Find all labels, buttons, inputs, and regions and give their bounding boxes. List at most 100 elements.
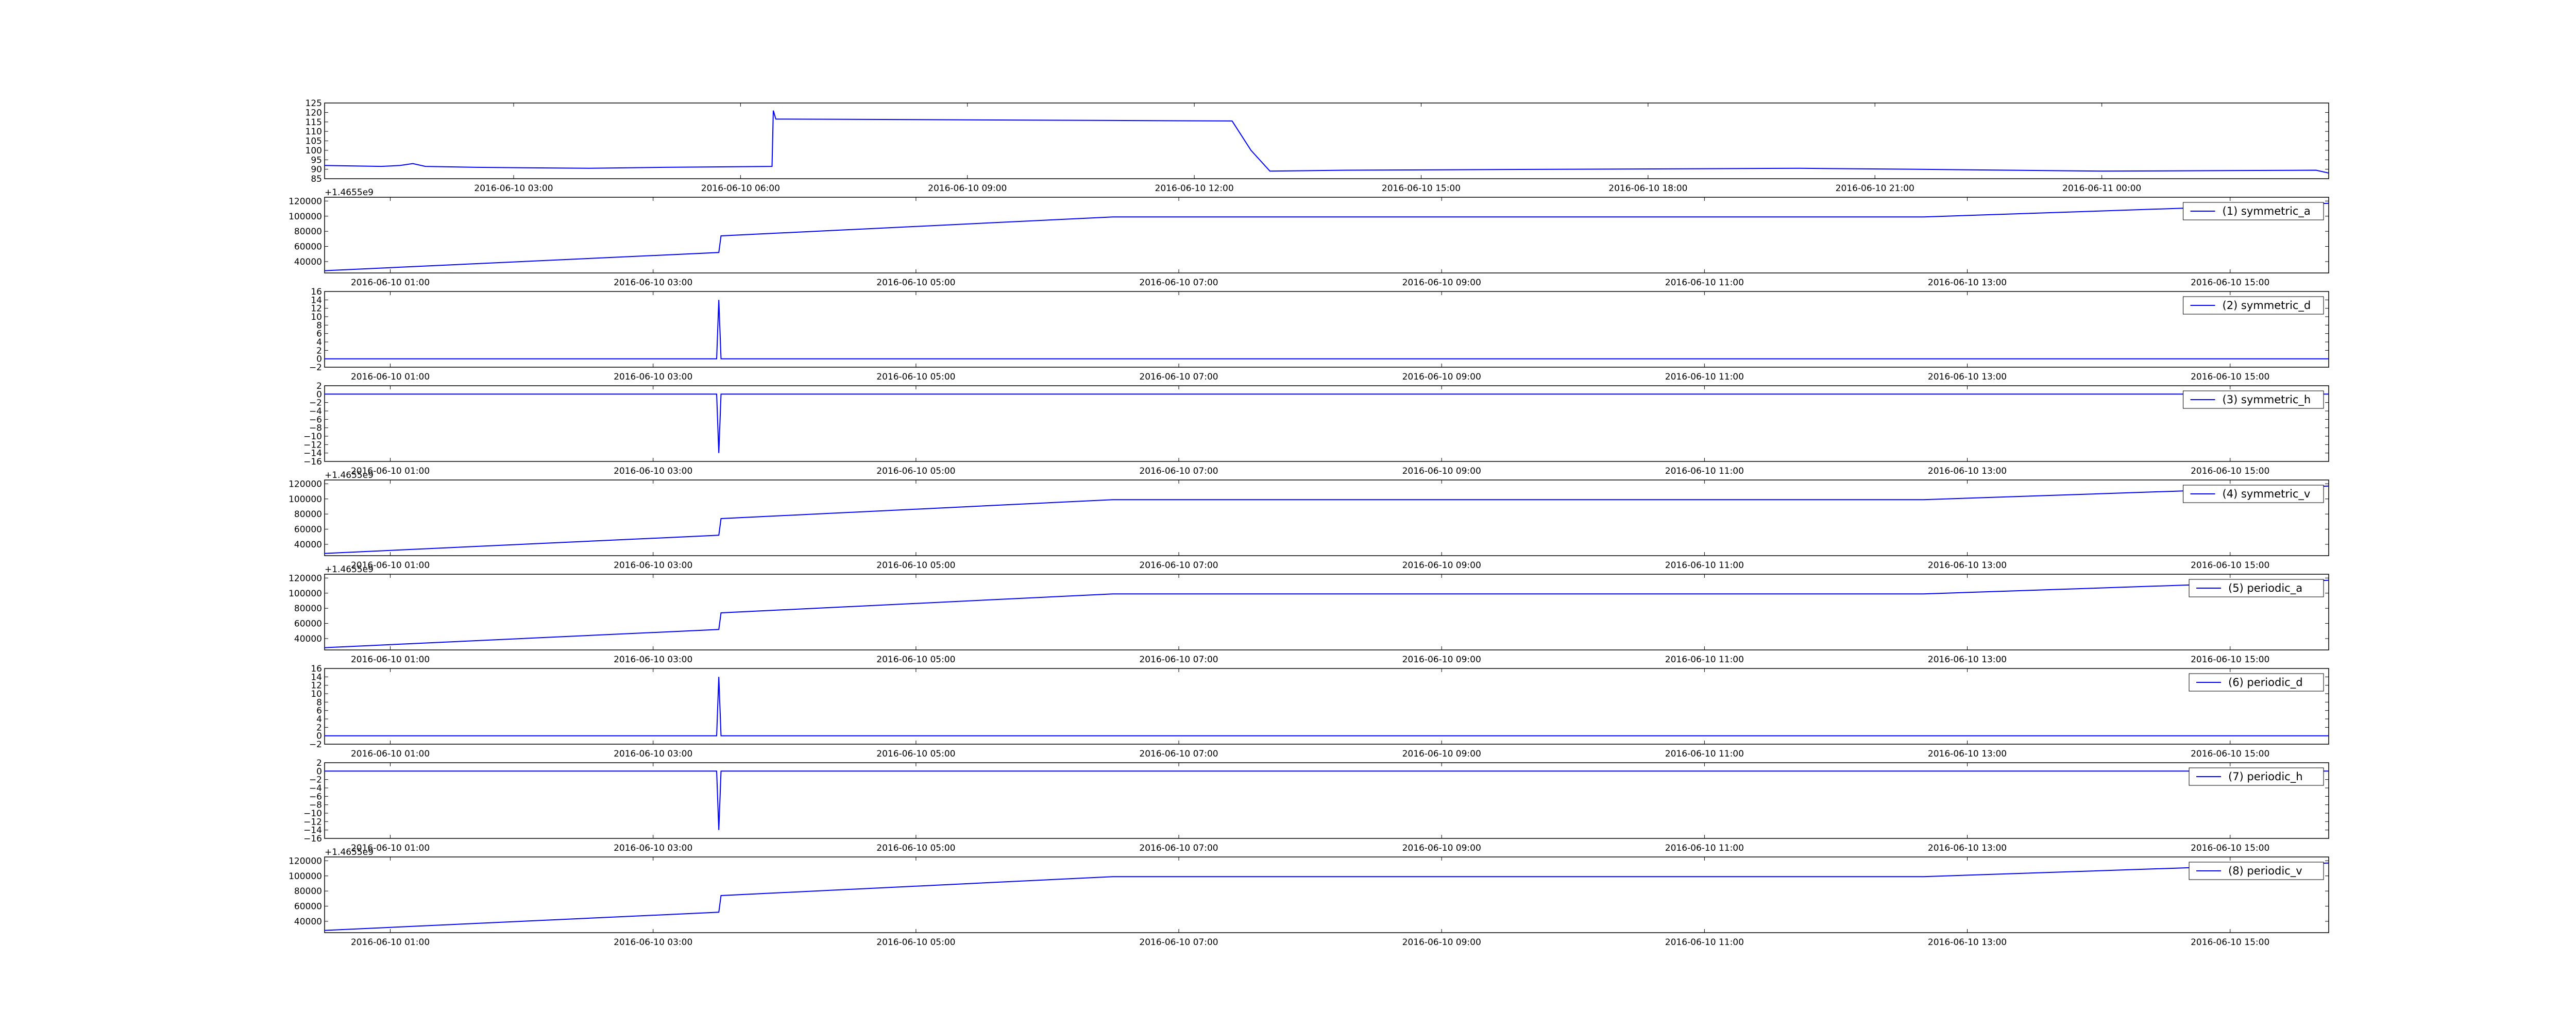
x-tick-label: 2016-06-10 01:00 bbox=[351, 466, 430, 476]
y-tick-label: −4 bbox=[309, 406, 322, 417]
x-tick-label: 2016-06-10 01:00 bbox=[351, 278, 430, 288]
legend-label: (4) symmetric_v bbox=[2223, 488, 2311, 501]
y-tick-label: 105 bbox=[306, 136, 322, 147]
legend-label: (5) periodic_a bbox=[2228, 582, 2302, 595]
y-tick-label: 12 bbox=[311, 304, 322, 314]
x-tick-label: 2016-06-10 09:00 bbox=[1402, 655, 1481, 665]
series-line bbox=[325, 485, 2329, 554]
y-tick-label: 16 bbox=[311, 287, 322, 297]
x-tick-label: 2016-06-10 01:00 bbox=[351, 372, 430, 382]
y-tick-label: 100000 bbox=[289, 589, 322, 599]
y-tick-label: 10 bbox=[311, 689, 322, 699]
axes-frame bbox=[324, 574, 2329, 650]
y-tick-label: 0 bbox=[316, 731, 322, 742]
y-tick-label: −2 bbox=[309, 740, 322, 750]
x-tick-label: 2016-06-10 11:00 bbox=[1665, 937, 1744, 948]
x-tick-label: 2016-06-10 07:00 bbox=[1139, 655, 1218, 665]
x-tick-label: 2016-06-10 15:00 bbox=[2191, 372, 2269, 382]
x-tick-label: 2016-06-10 05:00 bbox=[876, 937, 955, 948]
x-tick-label: 2016-06-10 07:00 bbox=[1139, 372, 1218, 382]
series-line bbox=[325, 202, 2329, 271]
x-tick-label: 2016-06-10 15:00 bbox=[2191, 843, 2269, 853]
x-tick-label: 2016-06-10 11:00 bbox=[1665, 372, 1744, 382]
x-tick-label: 2016-06-10 09:00 bbox=[1402, 466, 1481, 476]
x-tick-label: 2016-06-10 07:00 bbox=[1139, 937, 1218, 948]
x-tick-label: 2016-06-10 03:00 bbox=[614, 937, 692, 948]
x-tick-label: 2016-06-10 06:00 bbox=[701, 183, 780, 194]
x-tick-label: 2016-06-10 11:00 bbox=[1665, 843, 1744, 853]
x-tick-label: 2016-06-10 21:00 bbox=[1836, 183, 1914, 194]
y-tick-label: −2 bbox=[309, 398, 322, 408]
x-tick-label: 2016-06-10 11:00 bbox=[1665, 749, 1744, 759]
x-tick-label: 2016-06-10 05:00 bbox=[876, 560, 955, 571]
axes-frame bbox=[324, 385, 2329, 462]
y-tick-label: 4 bbox=[316, 337, 322, 348]
y-tick-label: 100000 bbox=[289, 212, 322, 222]
x-tick-label: 2016-06-10 15:00 bbox=[2191, 937, 2269, 948]
y-tick-label: 6 bbox=[316, 706, 322, 716]
y-tick-label: −12 bbox=[303, 440, 322, 450]
y-tick-label: 0 bbox=[316, 354, 322, 365]
y-tick-label: 8 bbox=[316, 320, 322, 331]
x-tick-label: 2016-06-10 01:00 bbox=[351, 749, 430, 759]
y-offset-label: +1.4655e9 bbox=[325, 847, 374, 857]
x-tick-label: 2016-06-10 09:00 bbox=[1402, 749, 1481, 759]
x-tick-label: 2016-06-10 03:00 bbox=[474, 183, 553, 194]
legend-label: (6) periodic_d bbox=[2228, 676, 2303, 689]
series-line bbox=[325, 110, 2329, 174]
x-tick-label: 2016-06-10 01:00 bbox=[351, 937, 430, 948]
y-tick-label: 60000 bbox=[294, 525, 322, 535]
y-tick-label: 60000 bbox=[294, 242, 322, 252]
y-tick-label: 110 bbox=[306, 127, 322, 137]
y-tick-label: 125 bbox=[306, 98, 322, 109]
x-tick-label: 2016-06-10 11:00 bbox=[1665, 560, 1744, 571]
x-tick-label: 2016-06-10 09:00 bbox=[1402, 278, 1481, 288]
x-tick-label: 2016-06-10 05:00 bbox=[876, 278, 955, 288]
y-tick-label: 16 bbox=[311, 664, 322, 674]
x-tick-label: 2016-06-10 18:00 bbox=[1608, 183, 1687, 194]
y-tick-label: 90 bbox=[311, 165, 322, 175]
y-tick-label: −8 bbox=[309, 800, 322, 811]
x-tick-label: 2016-06-10 03:00 bbox=[614, 372, 692, 382]
y-tick-label: 4 bbox=[316, 714, 322, 725]
axes-frame bbox=[324, 856, 2329, 933]
x-tick-label: 2016-06-10 07:00 bbox=[1139, 749, 1218, 759]
y-tick-label: −12 bbox=[303, 817, 322, 827]
x-tick-label: 2016-06-10 01:00 bbox=[351, 560, 430, 571]
y-tick-label: 14 bbox=[311, 295, 322, 305]
y-tick-label: 120000 bbox=[289, 479, 322, 489]
y-tick-label: 120000 bbox=[289, 196, 322, 207]
x-tick-label: 2016-06-10 05:00 bbox=[876, 466, 955, 476]
y-tick-label: 40000 bbox=[294, 634, 322, 644]
y-tick-label: 80000 bbox=[294, 227, 322, 237]
subplot-2: 40000 60000 80000 100000 120000 2016-06-10 01… bbox=[289, 187, 2329, 288]
y-tick-label: 40000 bbox=[294, 257, 322, 267]
y-tick-label: 14 bbox=[311, 672, 322, 682]
x-tick-label: 2016-06-10 13:00 bbox=[1928, 843, 2007, 853]
x-tick-label: 2016-06-11 00:00 bbox=[2062, 183, 2141, 194]
y-tick-label: −2 bbox=[309, 363, 322, 373]
x-tick-label: 2016-06-10 03:00 bbox=[614, 843, 692, 853]
x-tick-label: 2016-06-10 03:00 bbox=[614, 655, 692, 665]
series-line bbox=[325, 770, 2329, 830]
y-tick-label: −16 bbox=[303, 834, 322, 844]
x-tick-label: 2016-06-10 03:00 bbox=[614, 560, 692, 571]
y-tick-label: 40000 bbox=[294, 917, 322, 927]
y-tick-label: −6 bbox=[309, 792, 322, 802]
y-tick-label: 85 bbox=[311, 174, 322, 184]
x-tick-label: 2016-06-10 13:00 bbox=[1928, 937, 2007, 948]
legend-label: (2) symmetric_d bbox=[2223, 299, 2311, 312]
x-tick-label: 2016-06-10 13:00 bbox=[1928, 466, 2007, 476]
x-tick-label: 2016-06-10 15:00 bbox=[1382, 183, 1461, 194]
axes-frame bbox=[324, 291, 2329, 368]
x-tick-label: 2016-06-10 01:00 bbox=[351, 655, 430, 665]
y-tick-label: −14 bbox=[303, 449, 322, 459]
y-tick-label: 8 bbox=[316, 697, 322, 708]
x-tick-label: 2016-06-10 05:00 bbox=[876, 372, 955, 382]
y-tick-label: −2 bbox=[309, 775, 322, 785]
x-tick-label: 2016-06-10 07:00 bbox=[1139, 843, 1218, 853]
y-tick-label: 115 bbox=[306, 117, 322, 128]
x-tick-label: 2016-06-10 03:00 bbox=[614, 749, 692, 759]
